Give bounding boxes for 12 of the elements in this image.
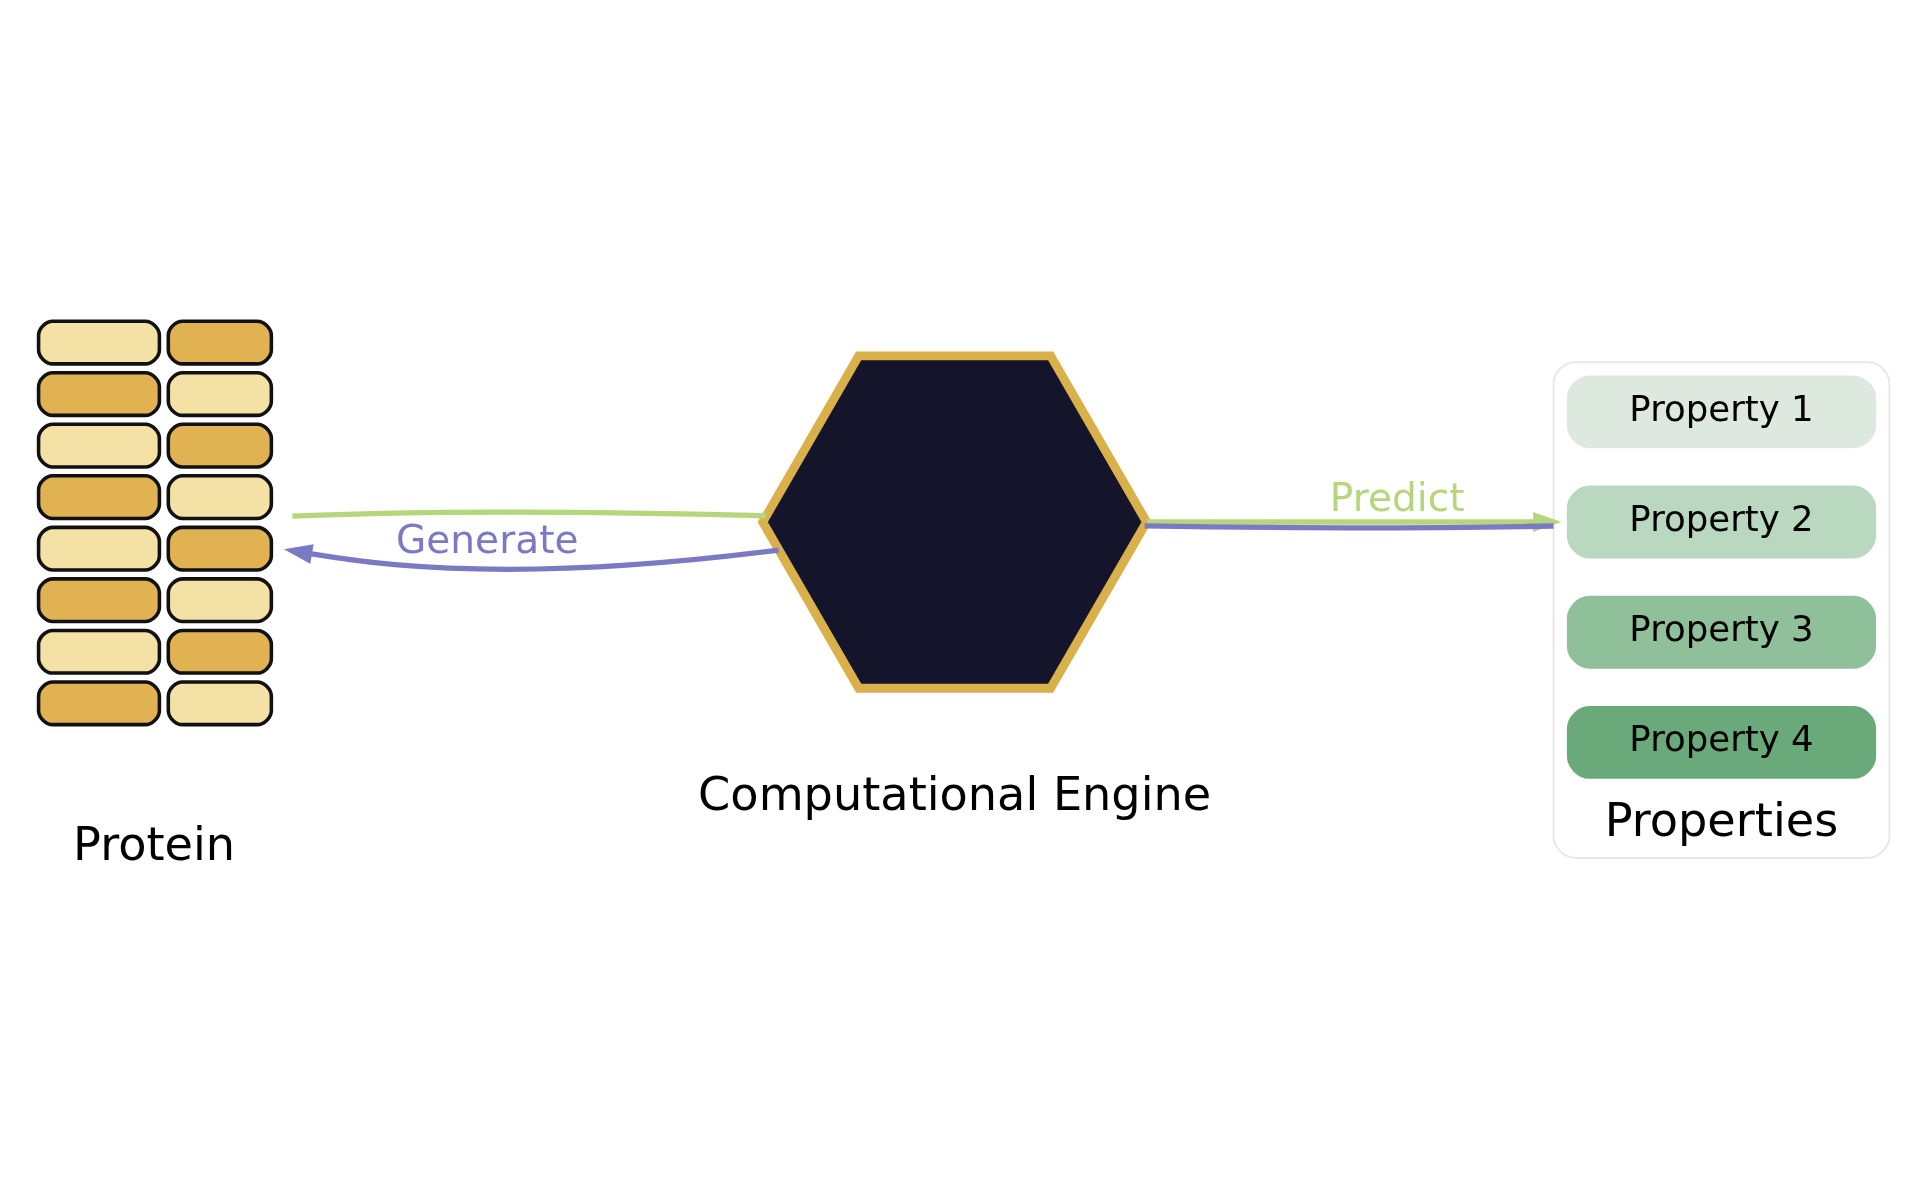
node-box: Property 3	[1566, 595, 1877, 669]
arrow	[283, 543, 780, 572]
edge-label: Predict	[1329, 474, 1465, 520]
node-box: Property 2	[1566, 485, 1877, 558]
node-box: Property 4	[1566, 705, 1877, 779]
connector	[292, 509, 767, 519]
connector	[1144, 522, 1554, 530]
edge-label: Generate	[396, 516, 579, 562]
node-label: Computational Engine	[698, 766, 1212, 821]
node-hexagon	[757, 350, 1152, 693]
node-label: Protein	[73, 816, 236, 871]
node-box: Property 1	[1566, 374, 1877, 448]
